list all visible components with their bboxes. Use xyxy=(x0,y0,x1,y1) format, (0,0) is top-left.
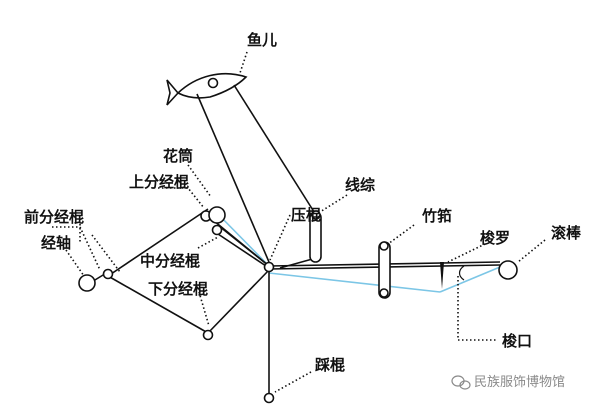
label-heddle: 线综 xyxy=(345,176,375,194)
flower-tube-icon xyxy=(208,206,226,224)
label-fish: 鱼儿 xyxy=(247,31,277,49)
label-reed: 竹筘 xyxy=(421,207,452,225)
leader-lines xyxy=(52,51,546,393)
fish-icon xyxy=(166,73,248,106)
label-middle-lease-rod: 中分经棍 xyxy=(140,252,200,270)
cloth-roller-icon xyxy=(498,260,518,280)
shed-marks xyxy=(440,262,465,289)
label-cloth-roller: 滚棒 xyxy=(551,224,582,242)
front-lease-rod-icon xyxy=(102,268,114,280)
treadle-rod-icon xyxy=(263,392,275,404)
warp-beam-icon xyxy=(78,274,96,292)
wechat-icon xyxy=(451,375,471,390)
middle-lease-rod-icon xyxy=(211,224,223,236)
label-shed: 梭口 xyxy=(502,332,532,350)
watermark-text: 民族服饰博物馆 xyxy=(474,374,565,390)
frame-lines xyxy=(89,208,501,395)
label-press-rod: 压棍 xyxy=(291,206,321,224)
lower-lease-rod-icon xyxy=(202,329,214,341)
label-shuttle-frame: 梭罗 xyxy=(480,229,510,247)
press-rod-icon xyxy=(263,261,275,273)
label-front-lease-rod: 前分经棍 xyxy=(24,208,84,226)
label-upper-lease-rod: 上分经棍 xyxy=(129,173,189,191)
warp-threads xyxy=(215,211,501,293)
fish-rear-cord xyxy=(233,84,317,216)
label-treadle-rod: 踩棍 xyxy=(315,356,345,374)
label-flower-tube: 花筒 xyxy=(163,147,193,165)
label-lower-lease-rod: 下分经棍 xyxy=(148,280,208,298)
fish-front-cord xyxy=(196,93,270,263)
label-warp-beam: 经轴 xyxy=(41,234,71,252)
